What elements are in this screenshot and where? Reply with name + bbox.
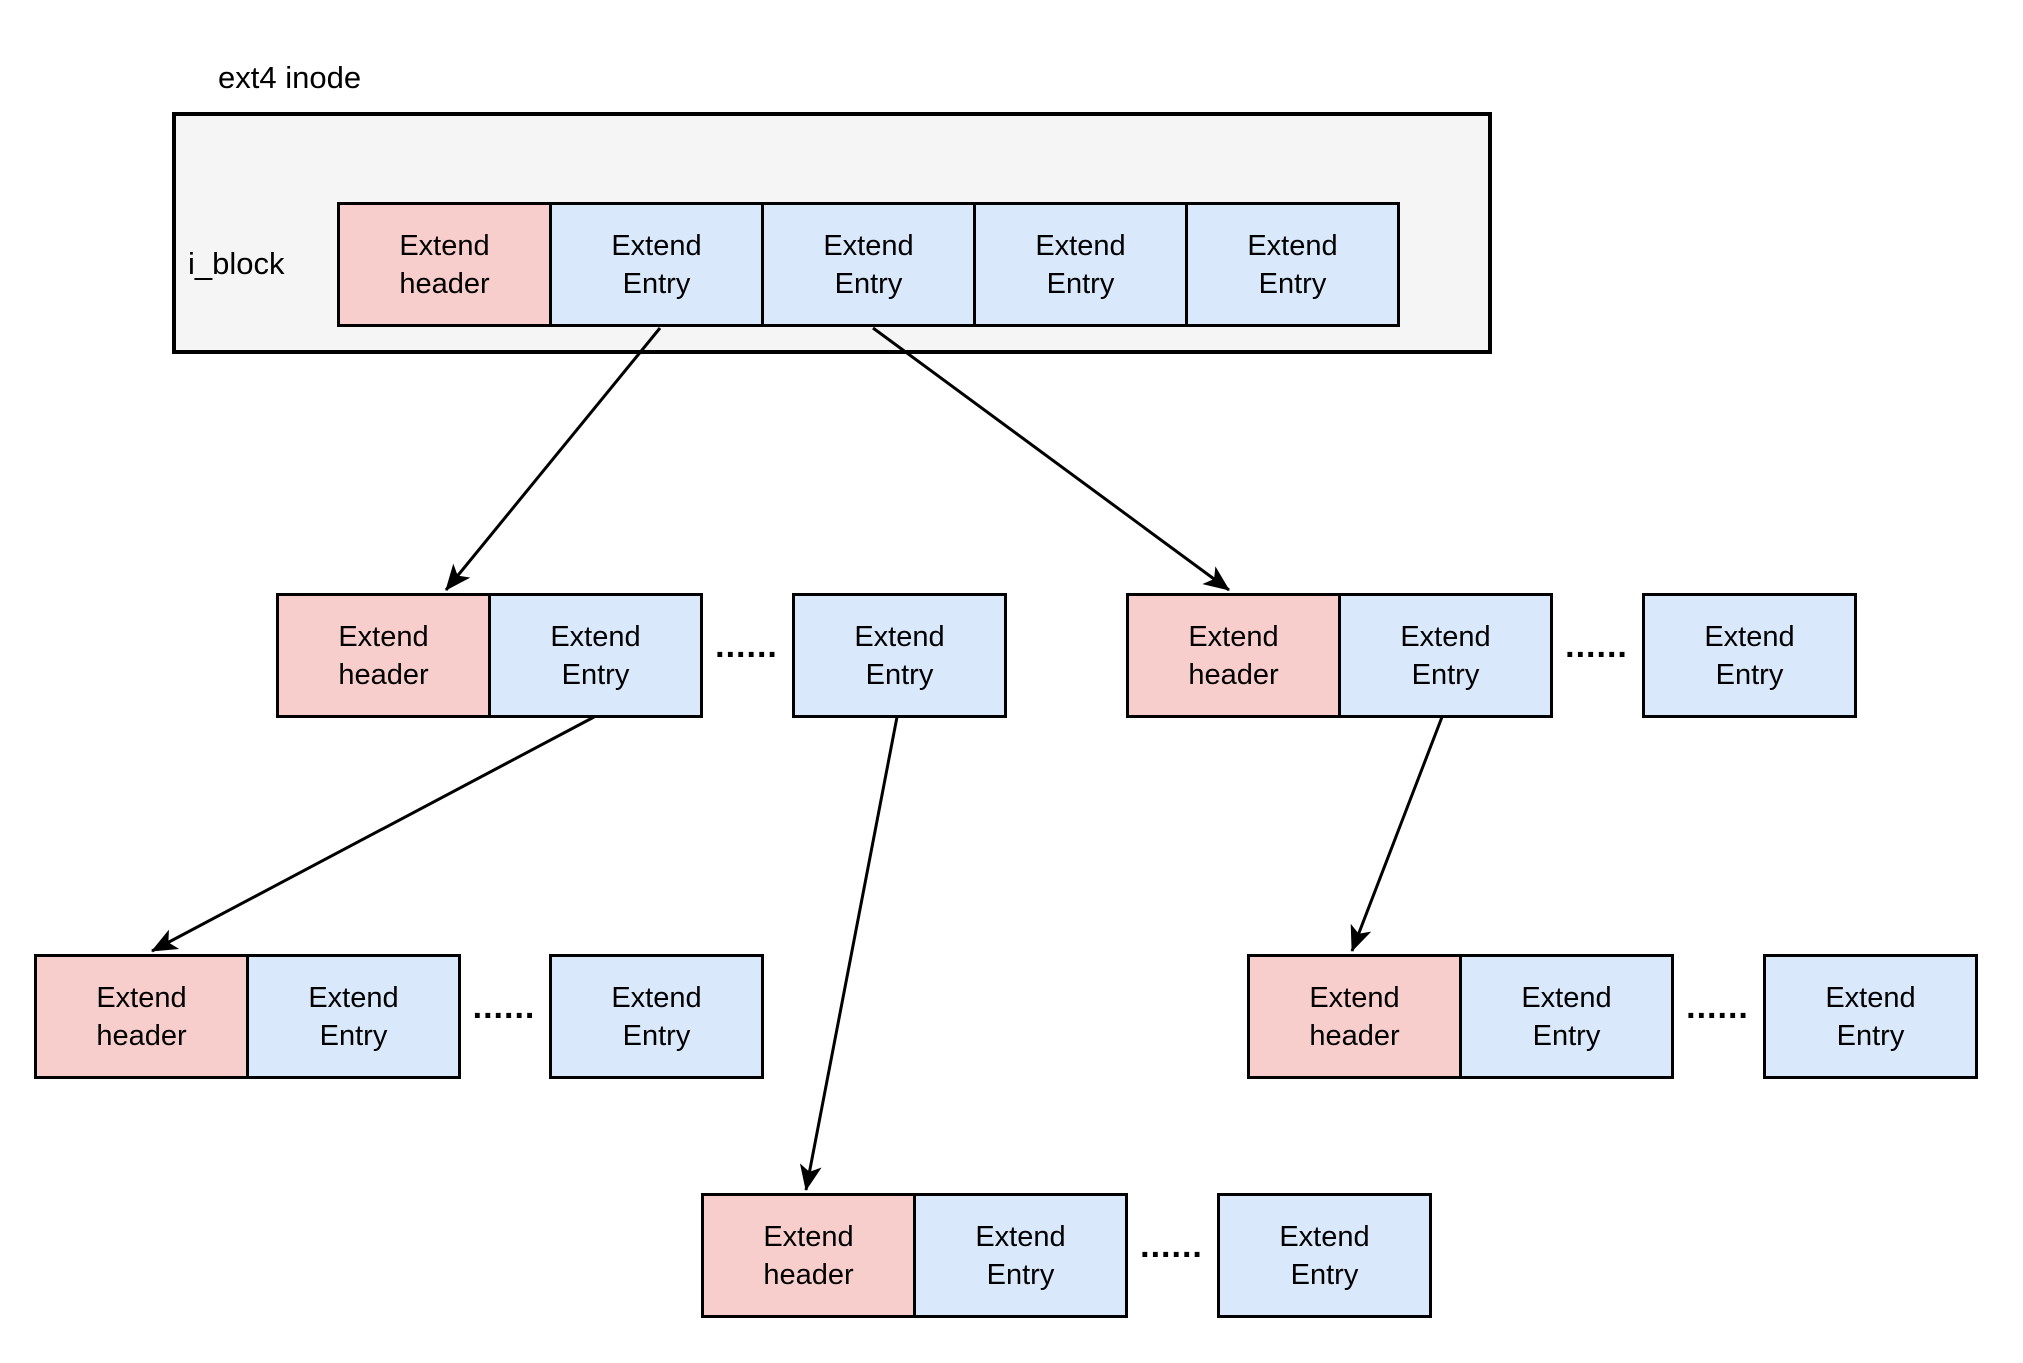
cell-label-line: Extend (763, 1220, 854, 1253)
inode-extent-entry-cell-2: Extend Entry (761, 202, 976, 327)
cell-label-line: Entry (1532, 1019, 1601, 1052)
leaf-node-right: Extend header Extend Entry (1247, 954, 1674, 1079)
cell-label-line: Extend (1188, 620, 1279, 653)
cell-label-line: header (399, 267, 490, 300)
extent-entry-cell: Extend Entry (1338, 593, 1553, 718)
extent-header-cell: Extend header (276, 593, 491, 718)
cell-label-line: Extend (338, 620, 429, 653)
ellipsis-dots: ...... (472, 988, 536, 1026)
cell-label-line: Entry (1715, 658, 1784, 691)
inode-extent-entry-cell-1: Extend Entry (549, 202, 764, 327)
cell-label-line: header (338, 658, 429, 691)
cell-label-line: Extend (1825, 981, 1916, 1014)
leaf-node-left: Extend header Extend Entry (34, 954, 461, 1079)
cell-label-line: Extend (96, 981, 187, 1014)
index-node-right-trailing-entry: Extend Entry (1642, 593, 1857, 718)
cell-label-line: Extend (308, 981, 399, 1014)
leaf-node-right-trailing-entry: Extend Entry (1763, 954, 1978, 1079)
extent-entry-cell: Extend Entry (488, 593, 703, 718)
index-node-left-trailing-entry: Extend Entry (792, 593, 1007, 718)
cell-label-line: header (1309, 1019, 1400, 1052)
cell-label-line: Entry (865, 658, 934, 691)
extent-header-cell: Extend header (1126, 593, 1341, 718)
cell-label-line: Entry (622, 1019, 691, 1052)
i-block-label: i_block (188, 246, 285, 281)
extent-entry-cell: Extend Entry (1459, 954, 1674, 1079)
inode-extent-header-cell: Extend header (337, 202, 552, 327)
extent-entry-cell: Extend Entry (913, 1193, 1128, 1318)
cell-label-line: Extend (1247, 229, 1338, 262)
extent-entry-cell: Extend Entry (246, 954, 461, 1079)
i-block-cell-row: Extend header Extend Entry Extend Entry … (337, 202, 1400, 327)
cell-label-line: Extend (1279, 1220, 1370, 1253)
ellipsis-dots: ...... (1686, 988, 1749, 1026)
extent-entry-cell: Extend Entry (1217, 1193, 1432, 1318)
cell-label-line: Entry (1046, 267, 1115, 300)
cell-label-line: Extend (1309, 981, 1400, 1014)
inode-extent-entry-cell-3: Extend Entry (973, 202, 1188, 327)
extent-entry-cell: Extend Entry (1642, 593, 1857, 718)
ellipsis-dots: ...... (1565, 627, 1628, 665)
cell-label-line: Extend (823, 229, 914, 262)
cell-label-line: Entry (1836, 1019, 1905, 1052)
cell-label-line: Extend (550, 620, 641, 653)
index-node-left: Extend header Extend Entry (276, 593, 703, 718)
ext4-inode-title: ext4 inode (218, 60, 362, 95)
cell-label-line: header (1188, 658, 1279, 691)
cell-label-line: Extend (1704, 620, 1795, 653)
cell-label-line: Entry (561, 658, 630, 691)
cell-label-line: Extend (975, 1220, 1066, 1253)
leaf-node-center-trailing-entry: Extend Entry (1217, 1193, 1432, 1318)
extent-entry-cell: Extend Entry (792, 593, 1007, 718)
cell-label-line: Entry (319, 1019, 388, 1052)
inode-extent-entry-cell-4: Extend Entry (1185, 202, 1400, 327)
edge-index-left-to-leaf-center (799, 716, 899, 1191)
cell-label-line: Extend (399, 229, 490, 262)
extent-header-cell: Extend header (701, 1193, 916, 1318)
cell-label-line: Extend (1400, 620, 1491, 653)
edge-index-right-to-leaf-right (1350, 716, 1444, 952)
index-node-right: Extend header Extend Entry (1126, 593, 1553, 718)
cell-label-line: header (763, 1258, 854, 1291)
edge-inode-to-index-left (444, 327, 662, 591)
leaf-node-center: Extend header Extend Entry (701, 1193, 1128, 1318)
cell-label-line: Entry (1290, 1258, 1359, 1291)
cell-label-line: Extend (611, 229, 702, 262)
extent-entry-cell: Extend Entry (1763, 954, 1978, 1079)
cell-label-line: Entry (1258, 267, 1327, 300)
cell-label-line: Entry (834, 267, 903, 300)
leaf-node-left-trailing-entry: Extend Entry (549, 954, 764, 1079)
extent-header-cell: Extend header (34, 954, 249, 1079)
cell-label-line: Extend (1521, 981, 1612, 1014)
cell-label-line: Extend (611, 981, 702, 1014)
edge-index-left-to-leaf-left (151, 715, 595, 953)
cell-label-line: Extend (854, 620, 945, 653)
ellipsis-dots: ...... (715, 627, 778, 665)
cell-label-line: header (96, 1019, 187, 1052)
cell-label-line: Entry (1411, 658, 1480, 691)
extent-entry-cell: Extend Entry (549, 954, 764, 1079)
cell-label-line: Extend (1035, 229, 1126, 262)
cell-label-line: Entry (622, 267, 691, 300)
extent-header-cell: Extend header (1247, 954, 1462, 1079)
cell-label-line: Entry (986, 1258, 1055, 1291)
ellipsis-dots: ...... (1140, 1227, 1203, 1265)
edge-inode-to-index-right (872, 326, 1230, 592)
